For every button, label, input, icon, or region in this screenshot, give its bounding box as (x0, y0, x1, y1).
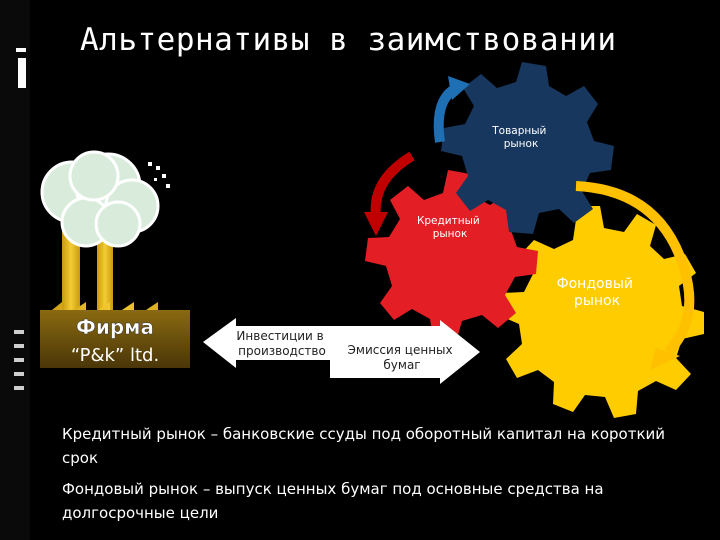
factory-sign-company: “P&k” ltd. (71, 345, 159, 366)
smoke-cloud (40, 150, 160, 248)
stock-market-definition: Фондовый рынок – выпуск ценных бумаг под… (62, 480, 604, 522)
credit-market-label-line1: Кредитный (417, 215, 480, 227)
decor-tick (14, 344, 24, 348)
stock-market-label-line1: Фондовый (557, 276, 633, 292)
credit-market-label-line2: рынок (433, 228, 468, 240)
investment-label: Инвестиции в производство (236, 329, 327, 358)
factory-chimney (97, 238, 113, 318)
factory-chimney (62, 225, 80, 315)
decor-block-top (16, 48, 26, 52)
red-arrowhead (364, 212, 388, 236)
credit-market-definition: Кредитный рынок – банковские ссуды под о… (62, 425, 666, 467)
investment-label-line2: производство (238, 344, 326, 358)
decor-tick (14, 330, 24, 334)
stock-market-label-line2: рынок (574, 293, 620, 309)
factory-sign (40, 310, 190, 368)
credit-market-label: Кредитный рынок (417, 215, 483, 240)
left-decor-bar (0, 0, 30, 540)
yellow-arrowhead (650, 348, 680, 370)
issuance-label-line1: Эмиссия ценных (348, 343, 453, 357)
decor-tick (14, 372, 24, 376)
smoke-particles (148, 162, 170, 188)
commodity-market-label-line2: рынок (504, 138, 539, 150)
credit-market-gear (365, 170, 538, 342)
decor-tick (14, 386, 24, 390)
issuance-label-line2: бумаг (383, 358, 420, 372)
commodity-market-gear (441, 62, 614, 234)
investment-label-line1: Инвестиции в (236, 329, 323, 343)
right-arrow-shape (330, 320, 480, 384)
blue-arrowhead (448, 76, 470, 100)
issuance-label: Эмиссия ценных бумаг (348, 343, 457, 372)
yellow-curved-arrow (575, 181, 695, 356)
commodity-market-label-line1: Товарный (491, 125, 546, 137)
slide-title: Альтернативы в заимствовании (80, 22, 617, 58)
factory-sign-name: Фирма (76, 315, 154, 339)
left-arrow-shape (203, 318, 338, 368)
commodity-market-label: Товарный рынок (491, 125, 549, 150)
red-curved-arrow (370, 151, 415, 217)
decor-block-main (18, 58, 26, 88)
stock-market-label: Фондовый рынок (557, 276, 638, 309)
decor-tick (14, 358, 24, 362)
